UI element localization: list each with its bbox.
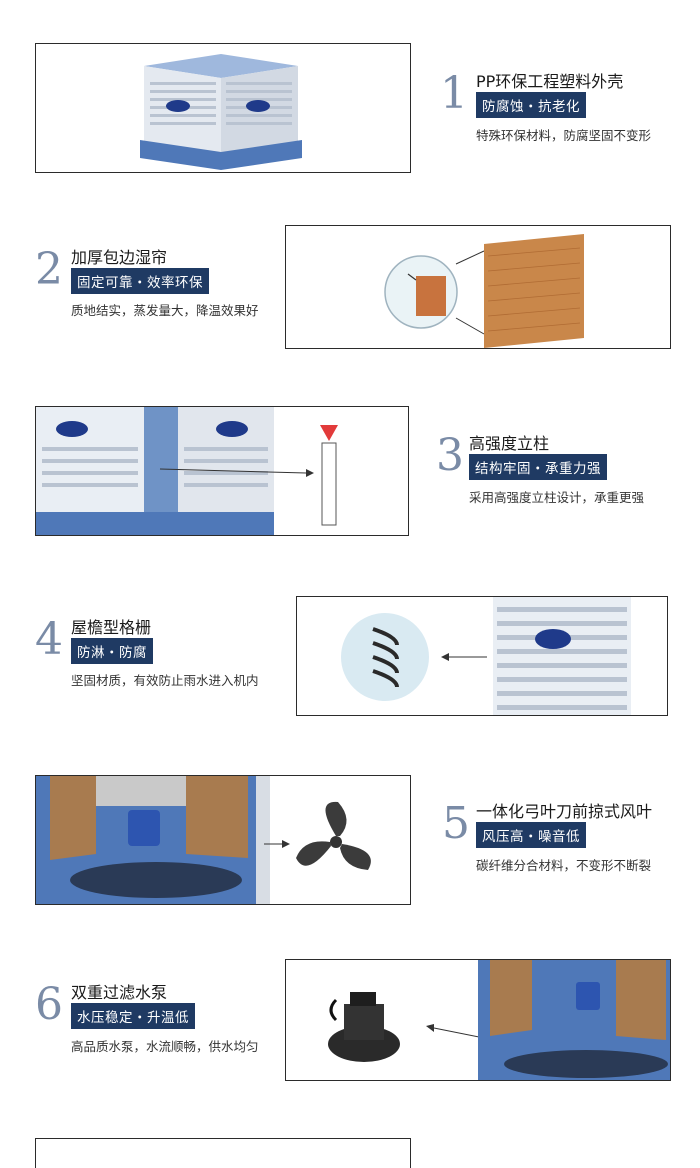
feature-item-1: 1 PP环保工程塑料外壳 防腐蚀・抗老化 特殊环保材料，防腐坚固不变形 bbox=[440, 68, 695, 148]
feature-title: 一体化弓叶刀前掠式风叶 bbox=[476, 802, 653, 821]
feature-tag: 水压稳定・升温低 bbox=[71, 1003, 195, 1029]
product-image-frame-3 bbox=[35, 406, 409, 536]
product-image-frame-1 bbox=[35, 43, 411, 173]
feature-item-2: 2 加厚包边湿帘 固定可靠・效率环保 质地结实，蒸发量大，降温效果好 bbox=[35, 244, 285, 324]
product-image-frame-5 bbox=[35, 775, 411, 905]
feature-title: 双重过滤水泵 bbox=[71, 983, 168, 1002]
feature-item-3: 3 高强度立柱 结构牢固・承重力强 采用高强度立柱设计，承重更强 bbox=[436, 430, 695, 510]
feature-item-4: 4 屋檐型格栅 防淋・防腐 坚固材质，有效防止雨水进入机内 bbox=[35, 614, 290, 694]
column-pillar-image bbox=[36, 407, 338, 535]
feature-tag: 风压高・噪音低 bbox=[476, 822, 586, 848]
feature-title: 加厚包边湿帘 bbox=[71, 248, 168, 267]
feature-title: PP环保工程塑料外壳 bbox=[476, 72, 624, 91]
feature-number: 2 bbox=[35, 244, 63, 295]
product-image-frame-7 bbox=[35, 1138, 411, 1168]
feature-title: 屋檐型格栅 bbox=[71, 618, 152, 637]
eave-grille-image bbox=[341, 597, 631, 715]
air-cooler-unit-image bbox=[140, 54, 302, 170]
fan-blade-image bbox=[36, 776, 371, 904]
product-image-frame-2 bbox=[285, 225, 671, 349]
feature-description: 高品质水泵，水流顺畅，供水均匀 bbox=[71, 1039, 259, 1054]
product-image-frame-4 bbox=[296, 596, 668, 716]
feature-tag: 固定可靠・效率环保 bbox=[71, 268, 209, 294]
feature-tag: 防腐蚀・抗老化 bbox=[476, 92, 586, 118]
feature-description: 坚固材质，有效防止雨水进入机内 bbox=[71, 673, 259, 688]
water-pump-image bbox=[328, 960, 670, 1080]
feature-description: 特殊环保材料，防腐坚固不变形 bbox=[476, 128, 652, 143]
wet-curtain-image bbox=[384, 234, 584, 348]
feature-item-6: 6 双重过滤水泵 水压稳定・升温低 高品质水泵，水流顺畅，供水均匀 bbox=[35, 979, 285, 1059]
feature-description: 碳纤维分合材料，不变形不断裂 bbox=[476, 858, 652, 873]
feature-number: 3 bbox=[436, 430, 464, 481]
feature-title: 高强度立柱 bbox=[469, 434, 550, 453]
feature-number: 1 bbox=[440, 68, 468, 119]
feature-number: 6 bbox=[35, 979, 63, 1030]
feature-number: 4 bbox=[35, 614, 63, 665]
feature-description: 质地结实，蒸发量大，降温效果好 bbox=[71, 303, 259, 318]
feature-item-5: 5 一体化弓叶刀前掠式风叶 风压高・噪音低 碳纤维分合材料，不变形不断裂 bbox=[442, 798, 695, 878]
product-image-frame-6 bbox=[285, 959, 671, 1081]
feature-description: 采用高强度立柱设计，承重更强 bbox=[469, 490, 645, 505]
feature-tag: 防淋・防腐 bbox=[71, 638, 153, 664]
feature-tag: 结构牢固・承重力强 bbox=[469, 454, 607, 480]
feature-number: 5 bbox=[442, 798, 470, 849]
